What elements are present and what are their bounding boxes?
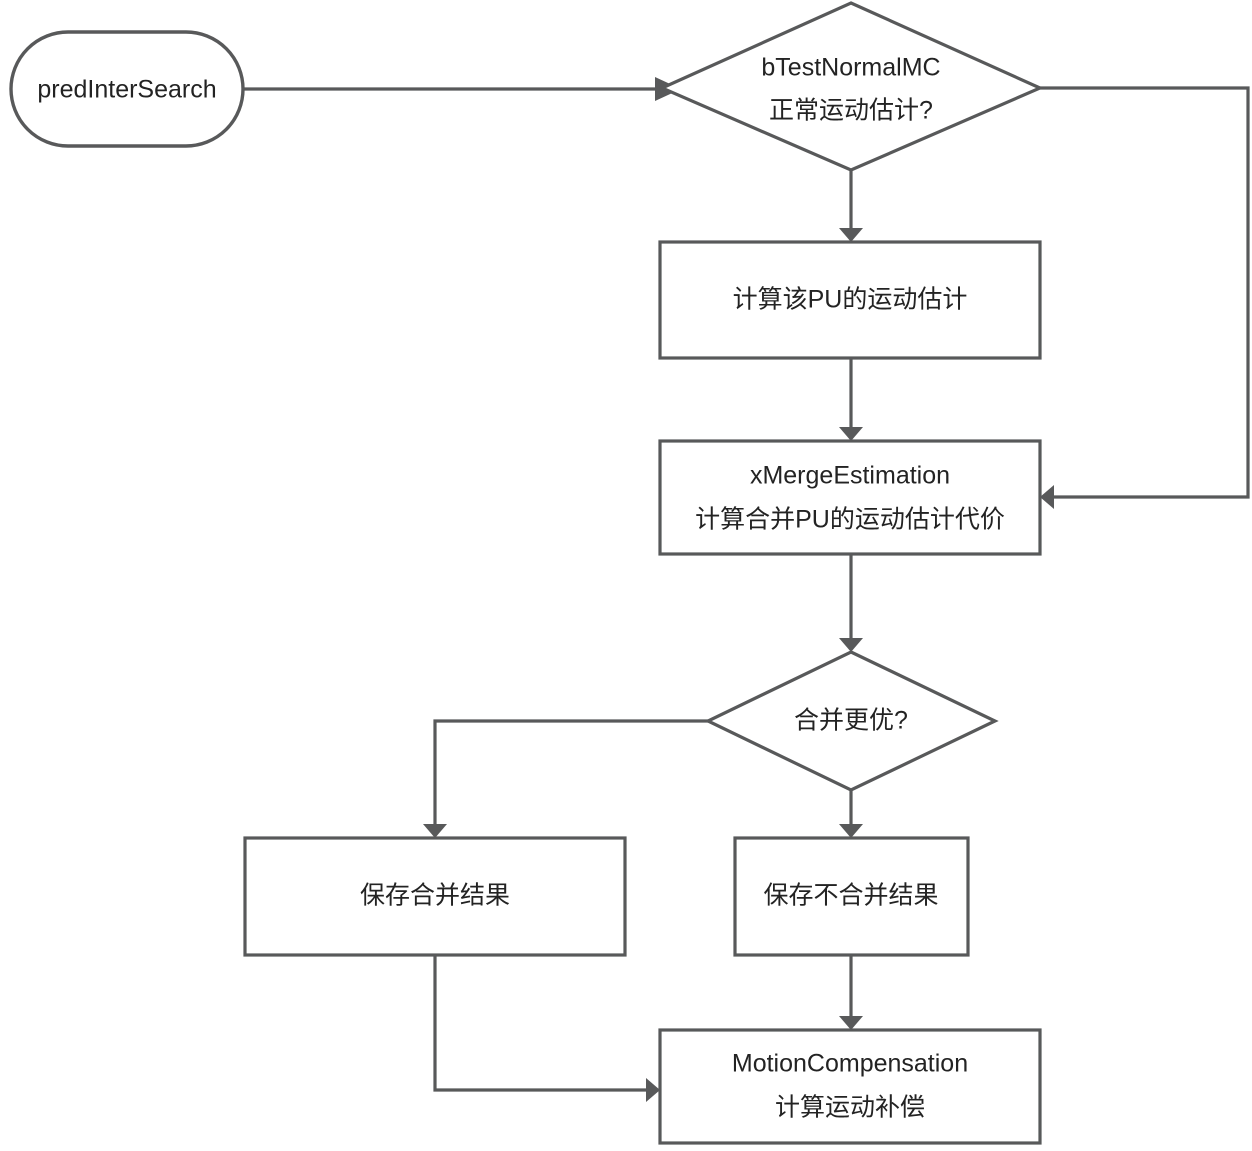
process-xmergeestimation-shape [658, 439, 1042, 556]
process-xmergeestimation[interactable]: xMergeEstimation 计算合并PU的运动估计代价 [658, 439, 1042, 556]
decision-merge-better[interactable]: 合并更优? [704, 650, 999, 792]
process-save-non-merge-label: 保存不合并结果 [763, 882, 938, 910]
decision-btestnormalmc[interactable]: bTestNormalMC 正常运动估计? [658, 1, 1044, 172]
process-calc-pu-shape [658, 240, 1042, 360]
arrow-head-icon [839, 228, 863, 242]
edge-decision-to-calc-pu [839, 170, 863, 242]
process-motioncompensation-shape [658, 1028, 1042, 1145]
edge-start-to-decision [243, 77, 681, 101]
start-node-label: predInterSearch [37, 76, 216, 104]
arrow-head-icon [839, 824, 863, 838]
process-save-merge-result[interactable]: 保存合并结果 [243, 836, 627, 957]
decision-btestnormalmc-shape [658, 1, 1044, 172]
edge-merge-better-to-save-no-merge [839, 790, 863, 838]
arrow-head-icon [839, 1016, 863, 1030]
edge-save-merge-to-motion-compensation [433, 955, 660, 1102]
process-save-merge-shape [243, 836, 627, 957]
start-node-predintersearch[interactable]: predInterSearch [9, 30, 245, 148]
arrow-head-icon [1040, 485, 1054, 509]
process-calc-pu-label: 计算该PU的运动估计 [733, 286, 968, 314]
process-calc-pu-motion-estimation[interactable]: 计算该PU的运动估计 [658, 240, 1042, 360]
process-motioncompensation[interactable]: MotionCompensation 计算运动补偿 [658, 1028, 1042, 1145]
arrow-head-icon [839, 427, 863, 441]
decision-merge-better-label: 合并更优? [794, 707, 908, 735]
start-node-shape [9, 30, 245, 148]
edge-decision-bypass-to-merge [1040, 86, 1250, 509]
edge-save-no-merge-to-motion-compensation [839, 955, 863, 1030]
process-save-merge-label: 保存合并结果 [360, 882, 510, 910]
arrow-head-icon [839, 638, 863, 652]
process-save-non-merge-shape [733, 836, 970, 957]
process-save-non-merge-result[interactable]: 保存不合并结果 [733, 836, 970, 957]
process-xmergeestimation-label-line1: xMergeEstimation [750, 462, 950, 490]
decision-merge-better-shape [704, 650, 999, 792]
process-motioncompensation-label-line1: MotionCompensation [732, 1050, 968, 1078]
arrow-head-icon [423, 824, 447, 838]
edge-calc-pu-to-merge [839, 358, 863, 441]
process-motioncompensation-label-line2: 计算运动补偿 [775, 1094, 925, 1122]
process-xmergeestimation-label-line2: 计算合并PU的运动估计代价 [695, 506, 1005, 534]
decision-btestnormalmc-label-line1: bTestNormalMC [761, 54, 940, 82]
edge-merge-to-decision-merge-better [839, 554, 863, 652]
edge-merge-better-to-save-merge [423, 719, 708, 838]
arrow-head-icon [646, 1078, 660, 1102]
decision-btestnormalmc-label-line2: 正常运动估计? [769, 97, 933, 125]
